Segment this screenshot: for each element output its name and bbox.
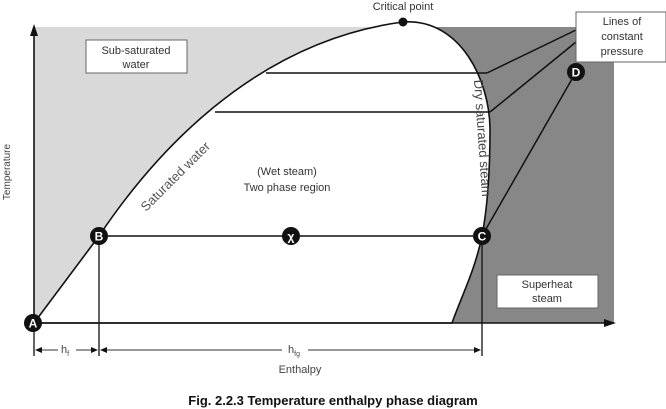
constant-pressure-label-3: pressure <box>601 46 644 58</box>
y-axis-arrow <box>30 24 38 36</box>
dimension-arrowheads <box>35 347 481 353</box>
sub-saturated-label-2: water <box>122 59 150 71</box>
leader-1 <box>486 29 577 74</box>
sub-saturated-label-1: Sub-saturated <box>101 45 170 57</box>
svg-text:A: A <box>29 317 38 331</box>
hfg-label: hfg <box>288 344 300 358</box>
svg-text:C: C <box>478 230 487 244</box>
x-axis-arrow <box>604 319 616 327</box>
x-axis-label: Enthalpy <box>279 364 322 376</box>
leader-2 <box>489 41 577 113</box>
constant-pressure-box <box>575 11 666 63</box>
point-a: A <box>24 314 42 332</box>
point-c: C <box>473 227 491 245</box>
two-phase-region <box>32 21 491 324</box>
superheat-label-2: steam <box>532 293 562 305</box>
constant-pressure-label-1: Lines of <box>603 16 642 28</box>
line-c-d <box>481 71 577 237</box>
sub-saturated-box <box>85 39 188 74</box>
hf-label: hf <box>61 344 69 358</box>
svg-text:D: D <box>572 66 581 80</box>
y-axis-label: Temperature <box>2 143 13 200</box>
critical-point-label: Critical point <box>373 1 434 13</box>
constant-pressure-label-2: constant <box>601 31 643 43</box>
critical-point-marker <box>398 17 408 27</box>
point-d: D <box>567 63 585 81</box>
point-x: χ <box>282 227 300 245</box>
svg-text:χ: χ <box>288 230 295 244</box>
superheat-box <box>496 274 599 309</box>
figure-caption: Fig. 2.2.3 Temperature enthalpy phase di… <box>188 393 477 408</box>
svg-text:B: B <box>95 230 104 244</box>
wet-steam-label: (Wet steam) <box>257 166 317 178</box>
point-b: B <box>90 227 108 245</box>
two-phase-label: Two phase region <box>244 182 331 194</box>
superheat-label-1: Superheat <box>522 279 573 291</box>
